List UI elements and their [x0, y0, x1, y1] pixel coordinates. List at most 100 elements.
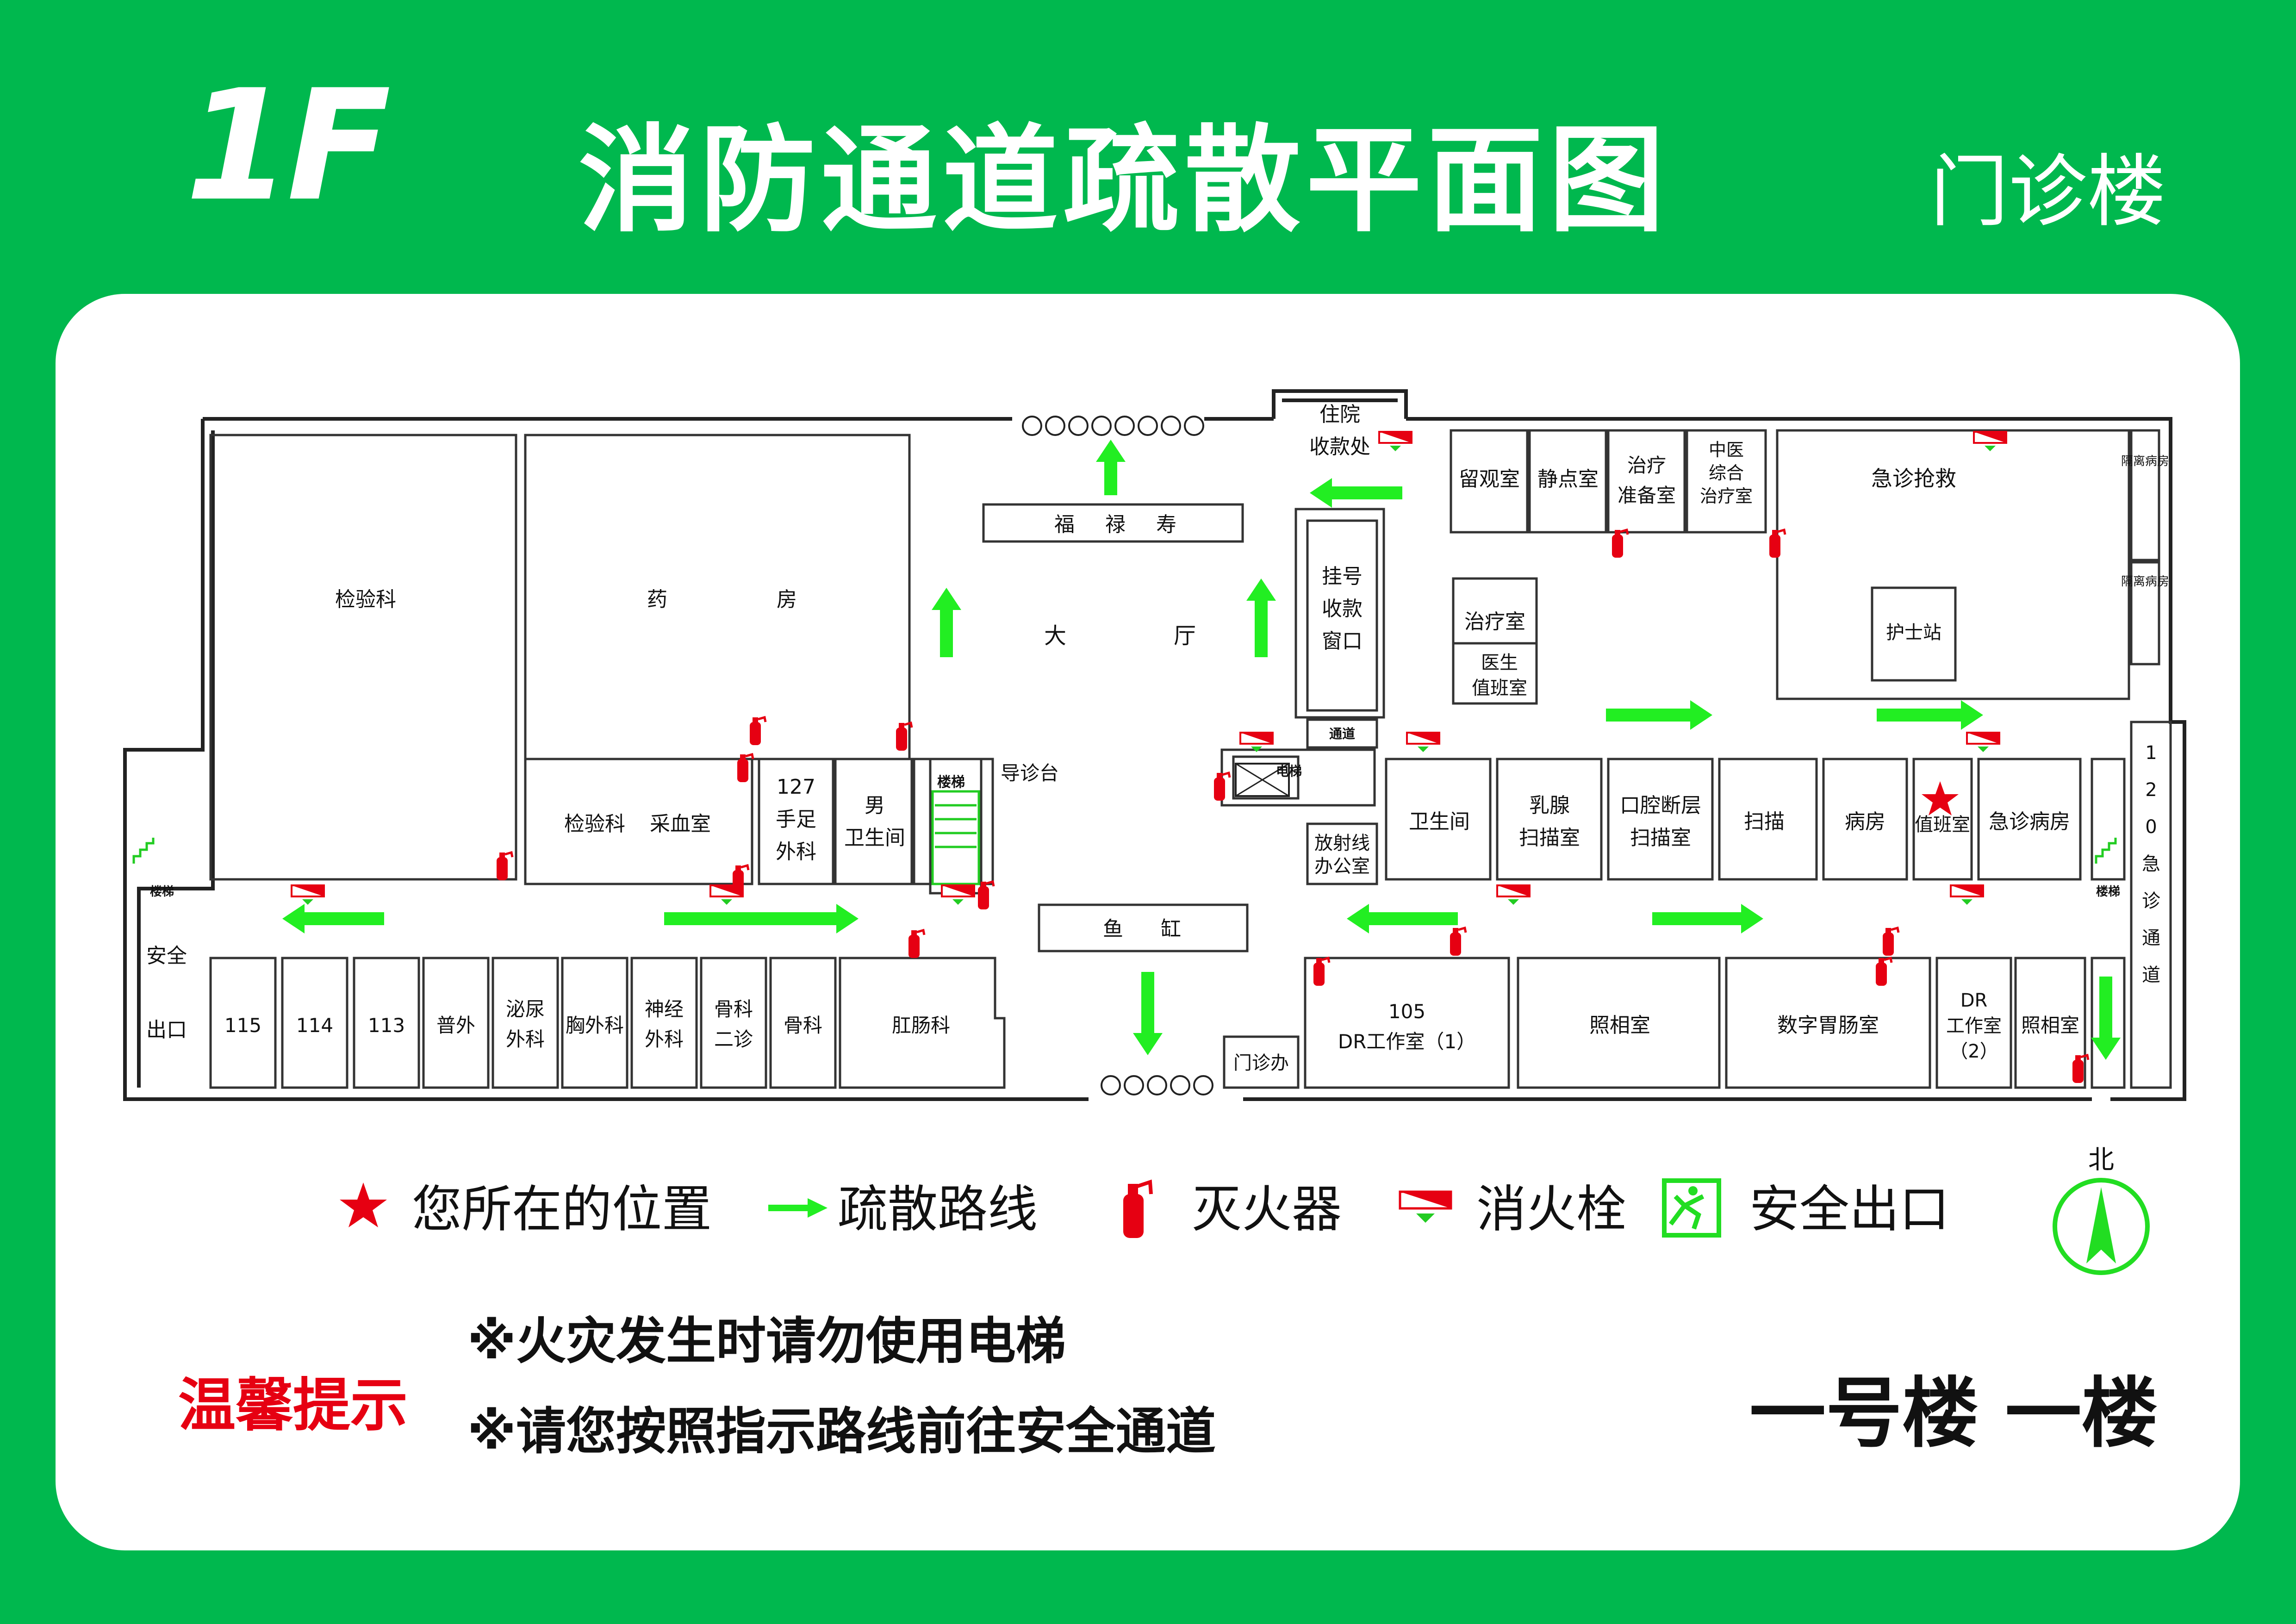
room-reg-3: 窗口	[1322, 629, 1363, 653]
ch-120-3: 0	[2145, 816, 2157, 838]
room-tcm-3: 治疗室	[1700, 486, 1753, 506]
room-uro-1: 泌尿	[506, 998, 545, 1020]
arrow-icon	[2091, 977, 2121, 1060]
room-inpatient-2: 收款处	[1309, 435, 1370, 459]
extinguisher-icon	[1313, 958, 1329, 986]
hydrant-icon	[1406, 732, 1440, 753]
room-radio-1: 放射线	[1314, 833, 1370, 854]
room-photo: 照相室	[1589, 1014, 1650, 1037]
hydrant-icon	[1966, 732, 2000, 753]
room-duty-doc-2: 值班室	[1472, 678, 1527, 699]
revolving-doors	[1022, 416, 1213, 1095]
room-mens-wc-2: 卫生间	[844, 826, 905, 850]
hydrant-icon	[941, 884, 975, 906]
evacuation-arrows	[282, 440, 2121, 1060]
extinguisher-icon	[1214, 773, 1230, 801]
tip-line-2: ※请您按照指示路线前往安全通道	[467, 1403, 1216, 1461]
room-oral-1: 口腔断层	[1620, 794, 1701, 817]
room-duty-doc-1: 医生	[1481, 652, 1518, 673]
room-anorectal: 肛肠科	[892, 1014, 950, 1037]
room-113: 113	[368, 1014, 405, 1037]
room-reg-1: 挂号	[1322, 565, 1363, 588]
room-114: 114	[296, 1014, 333, 1037]
exit-icon	[1662, 1178, 1721, 1238]
room-neuro-2: 外科	[645, 1028, 684, 1051]
room-inpatient-1: 住院	[1319, 403, 1360, 426]
arrow-icon	[1347, 904, 1458, 933]
legend-extinguisher: 灭火器	[1192, 1181, 1342, 1238]
hydrant-icon	[1378, 431, 1412, 452]
room-nurse: 护士站	[1886, 622, 1941, 643]
floor-label: 1F	[185, 57, 391, 235]
stairs-icon	[931, 790, 980, 885]
room-stairs-l: 楼梯	[150, 885, 174, 899]
room-outlines	[209, 429, 2172, 1089]
extinguisher-icon	[750, 717, 765, 745]
building-floor-label: 一号楼 一楼	[1749, 1369, 2158, 1458]
room-foot-2: 手足	[776, 808, 816, 831]
room-ward: 病房	[1845, 810, 1885, 834]
room-exit-1: 安全	[146, 944, 187, 968]
room-breast-2: 扫描室	[1519, 826, 1580, 850]
arrow-icon	[282, 904, 384, 933]
ch-120-4: 急	[2142, 853, 2160, 875]
hydrant-icon	[1399, 1190, 1452, 1223]
hydrant-icon	[291, 884, 325, 906]
room-treat: 治疗室	[1464, 610, 1525, 634]
room-hall-b: 厅	[1174, 623, 1196, 649]
room-iso-2: 隔离病房	[2121, 575, 2169, 589]
room-dr2-3: （2）	[1949, 1041, 1998, 1062]
arrow-icon	[1606, 700, 1712, 730]
star-icon	[1922, 781, 1959, 815]
room-photo2: 照相室	[2021, 1014, 2079, 1037]
legend-exit: 安全出口	[1749, 1181, 1950, 1238]
room-lab2: 检验科	[564, 812, 625, 836]
room-blessing-1: 福	[1054, 513, 1075, 536]
extinguisher-icon	[497, 852, 512, 880]
arrow-icon	[1652, 904, 1763, 933]
ch-120-5: 诊	[2142, 890, 2160, 912]
walls	[123, 389, 2186, 1101]
room-115: 115	[224, 1014, 261, 1037]
room-dr2-2: 工作室	[1946, 1015, 2002, 1037]
room-aquarium-1: 鱼	[1103, 917, 1123, 941]
hydrant-icon	[1973, 431, 2007, 452]
room-foot-1: 127	[777, 775, 815, 799]
room-aquarium-2: 缸	[1161, 917, 1181, 941]
arrow-icon	[1246, 579, 1276, 657]
room-tcm-2: 综合	[1709, 463, 1744, 483]
room-neuro-1: 神经	[645, 998, 684, 1020]
room-mens-wc-1: 男	[865, 794, 885, 817]
arrow-icon	[1310, 478, 1402, 508]
extinguisher-icon	[908, 930, 924, 958]
extinguisher-icon	[1123, 1179, 1153, 1238]
room-dr2-1: DR	[1960, 990, 1988, 1011]
star-icon	[340, 1182, 387, 1227]
hydrant-icon	[1950, 884, 1984, 906]
room-dr1-2: DR工作室（1）	[1338, 1030, 1476, 1053]
room-emergency: 急诊抢救	[1871, 466, 1956, 491]
legend-hydrant: 消火栓	[1476, 1181, 1627, 1238]
room-reg-2: 收款	[1322, 597, 1363, 621]
north-label: 北	[2088, 1145, 2114, 1175]
room-elevator: 电梯	[1276, 764, 1302, 779]
ch-120-1: 1	[2145, 742, 2157, 764]
room-iso-1: 隔离病房	[2121, 454, 2169, 468]
arrow-icon	[664, 904, 859, 933]
room-foot-3: 外科	[776, 840, 816, 864]
extinguisher-icon	[1450, 928, 1466, 956]
room-gastro: 数字胃肠室	[1777, 1014, 1879, 1037]
arrow-icon	[1096, 440, 1126, 495]
north-compass-icon: 北	[2053, 1145, 2150, 1275]
room-ortho2-1: 骨科	[714, 998, 753, 1020]
hydrant-icon	[1496, 884, 1531, 906]
room-duty: 值班室	[1915, 814, 1970, 835]
room-pharmacy-a: 药	[647, 588, 667, 611]
hydrant-icon	[709, 884, 744, 906]
room-stairs-mid: 楼梯	[937, 774, 965, 790]
room-general-surg: 普外	[436, 1014, 475, 1037]
arrow-icon	[1877, 700, 1983, 730]
room-uro-2: 外科	[506, 1028, 545, 1051]
room-breast-1: 乳腺	[1529, 794, 1570, 817]
room-ortho2-2: 二诊	[714, 1028, 753, 1051]
